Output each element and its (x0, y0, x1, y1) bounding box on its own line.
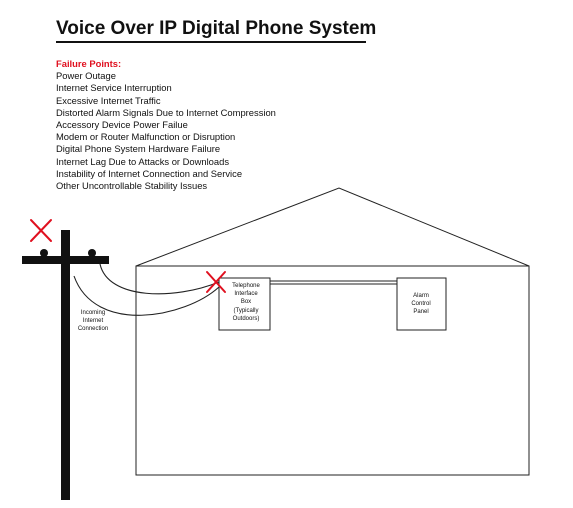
failure-points-heading: Failure Points: (56, 58, 122, 69)
label-line: Alarm (413, 293, 429, 299)
incoming-connection-label: Incoming Internet Connection (70, 309, 116, 334)
alarm-control-panel-label: Alarm Control Panel (399, 292, 443, 317)
failure-point-item: Internet Service Interruption (56, 82, 172, 94)
label-line: Outdoors) (232, 315, 260, 322)
utility-pole (61, 230, 70, 500)
pole-insulator (88, 249, 96, 257)
pole-failure-mark (30, 219, 52, 242)
label-line: Panel (413, 309, 429, 316)
label-line: Box (240, 299, 252, 306)
label-line: Control (411, 301, 431, 308)
label-line: Internet (82, 318, 104, 325)
failure-point-item: Modem or Router Malfunction or Disruptio… (56, 131, 236, 143)
failure-point-item: Excessive Internet Traffic (56, 94, 161, 106)
diagram-title: Voice Over IP Digital Phone System (56, 18, 377, 39)
internet-wire-upper (99, 263, 220, 295)
utility-pole-crossarm (22, 256, 109, 264)
house-roof (135, 187, 530, 267)
failure-point-item: Other Uncontrollable Stability Issues (56, 180, 208, 192)
telephone-interface-box (218, 277, 271, 331)
failure-point-item: Distorted Alarm Signals Due to Internet … (56, 106, 276, 118)
title-underline (56, 41, 366, 43)
telephone-interface-box-label: Telephone Interface Box (Typically Outdo… (224, 282, 268, 323)
label-line: Incoming (80, 310, 106, 316)
label-line: Telephone (232, 283, 260, 289)
internet-wire-lower (73, 275, 220, 316)
failure-point-item: Accessory Device Power Failue (56, 119, 188, 131)
failure-point-item: Digital Phone System Hardware Failure (56, 143, 221, 155)
alarm-control-panel (396, 277, 447, 331)
failure-point-item: Internet Lag Due to Attacks or Downloads (56, 155, 230, 167)
failure-point-item: Power Outage (56, 70, 116, 82)
label-line: (Typically (233, 307, 259, 314)
label-line: Interface (234, 291, 258, 298)
pole-insulator (40, 249, 48, 257)
label-line: Connection (77, 326, 109, 333)
house-outline (135, 265, 530, 476)
failure-point-item: Instability of Internet Connection and S… (56, 167, 243, 179)
interface-failure-mark (206, 271, 226, 293)
failure-points-list: Failure Points: Power Outage Internet Se… (56, 58, 276, 192)
